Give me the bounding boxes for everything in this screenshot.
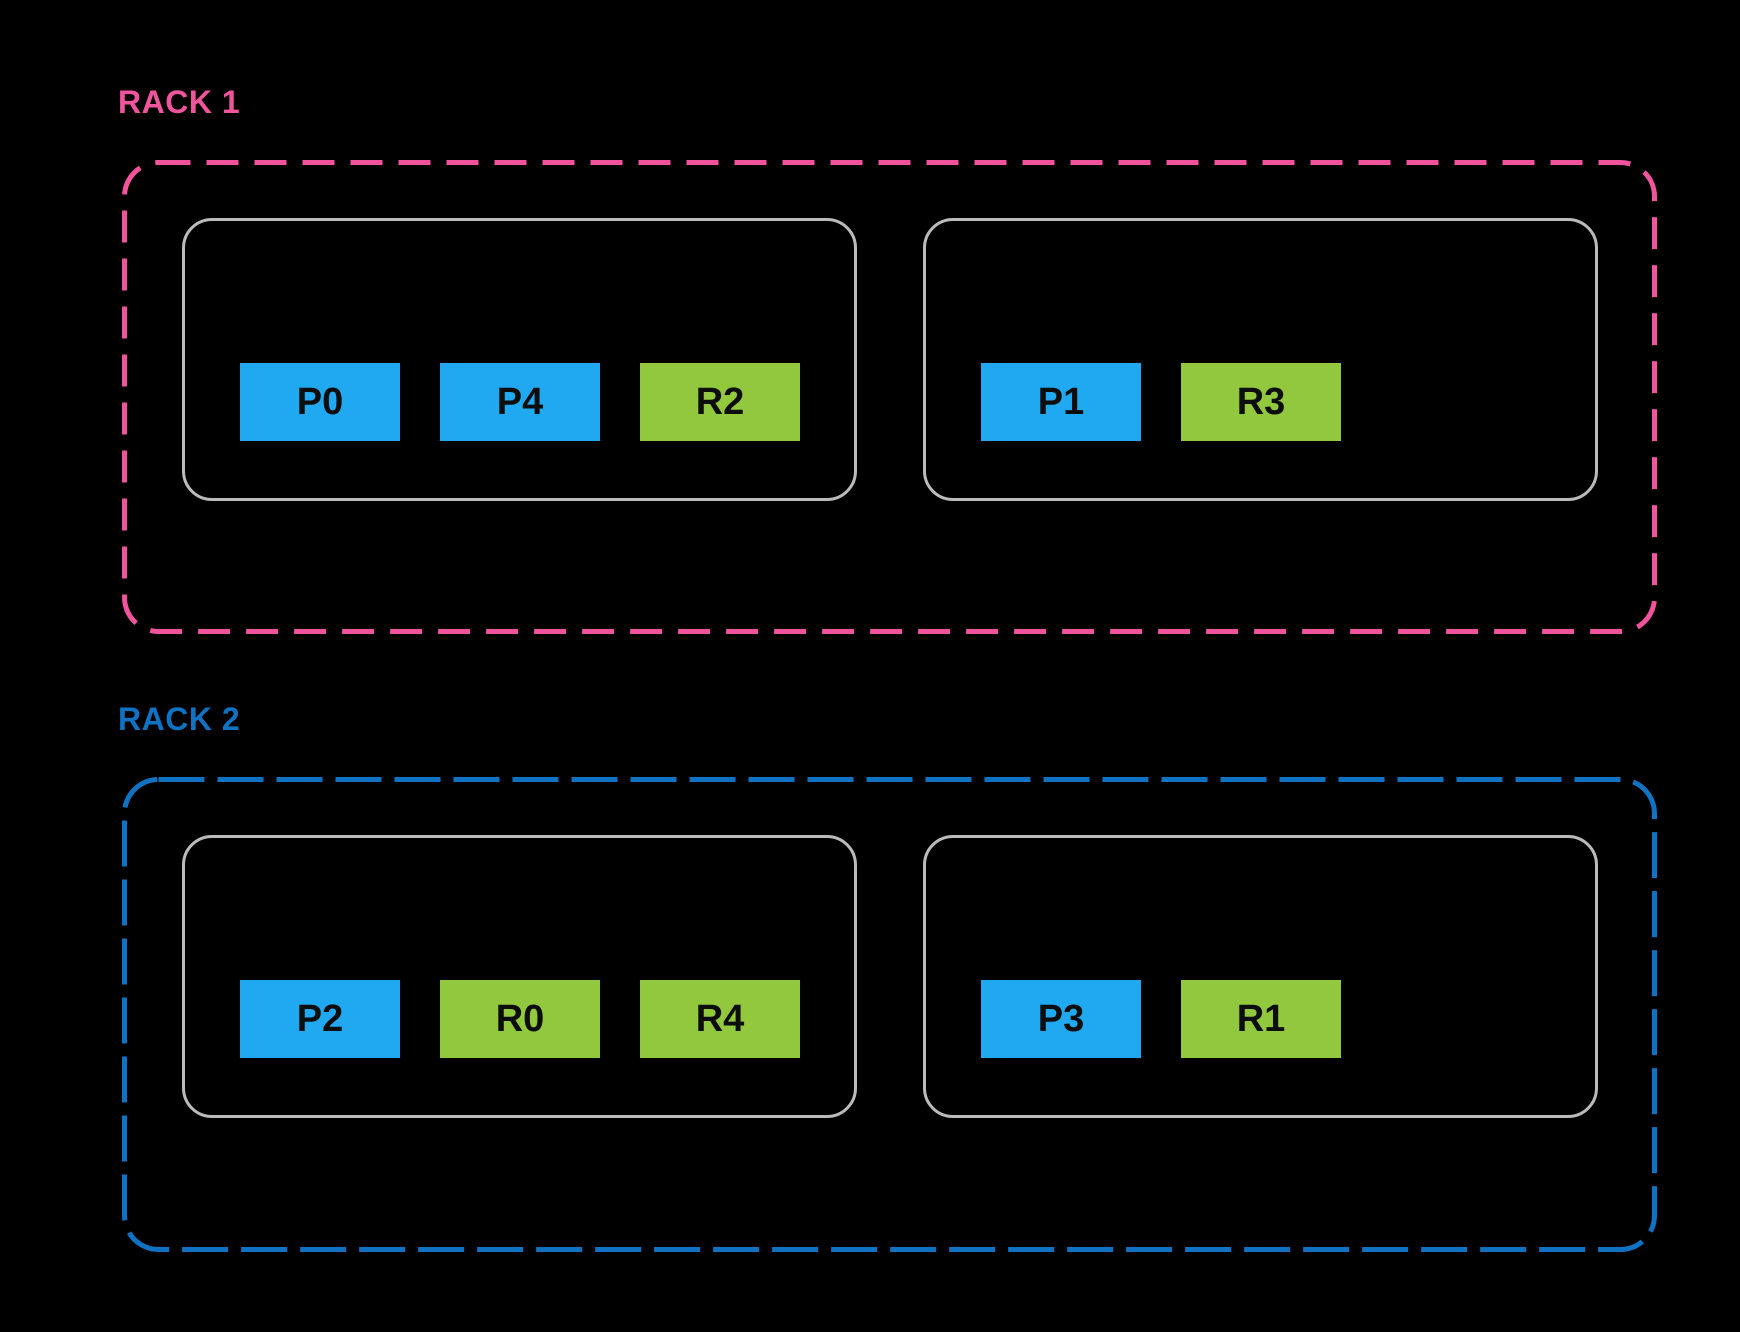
slot-p1: P1 <box>981 363 1141 441</box>
slot-p0: P0 <box>240 363 400 441</box>
slot-r4: R4 <box>640 980 800 1058</box>
slot-p2: P2 <box>240 980 400 1058</box>
rack-1-group: RACK 1 P0 P4 R2 P1 R3 <box>118 84 1657 634</box>
rack-2-title: RACK 2 <box>118 701 241 737</box>
rack-2-host-1-box: P2 R0 R4 <box>182 835 857 1118</box>
rack-2-group: RACK 2 P2 R0 R4 P3 R1 <box>118 701 1657 1252</box>
slot-r2: R2 <box>640 363 800 441</box>
rack-1-title: RACK 1 <box>118 84 241 120</box>
rack-1-dashed-boundary <box>122 160 1657 634</box>
rack-1-host-1-box: P0 P4 R2 <box>182 218 857 501</box>
slot-r3: R3 <box>1181 363 1341 441</box>
slot-p3: P3 <box>981 980 1141 1058</box>
rack-2-dashed-boundary <box>122 777 1657 1252</box>
rack-1-boundary-rect <box>122 160 1657 634</box>
slot-r0: R0 <box>440 980 600 1058</box>
rack-1-host-1-slot-row: P0 P4 R2 <box>240 363 800 441</box>
rack-1-host-2-slot-row: P1 R3 <box>981 363 1341 441</box>
rack-2-boundary-rect <box>122 777 1657 1252</box>
slot-p4: P4 <box>440 363 600 441</box>
rack-1-host-2-box: P1 R3 <box>923 218 1598 501</box>
rack-2-host-2-slot-row: P3 R1 <box>981 980 1341 1058</box>
slot-r1: R1 <box>1181 980 1341 1058</box>
rack-2-host-2-box: P3 R1 <box>923 835 1598 1118</box>
rack-2-host-1-slot-row: P2 R0 R4 <box>240 980 800 1058</box>
